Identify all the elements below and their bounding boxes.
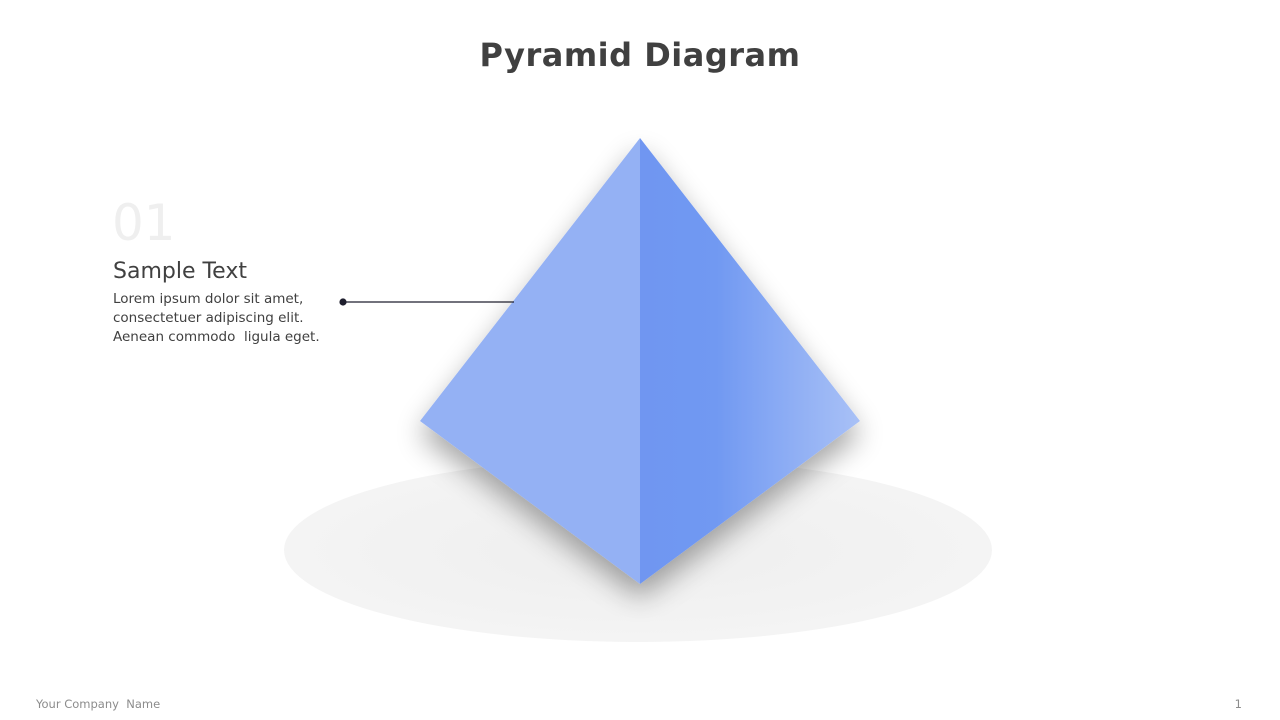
pyramid-left-face	[420, 138, 640, 584]
connector-dot	[339, 298, 347, 306]
pyramid-right-face	[640, 138, 860, 584]
item-number: 01	[112, 194, 176, 252]
item-body: Lorem ipsum dolor sit amet, consectetuer…	[113, 290, 353, 347]
item-body-line: consectetuer adipiscing elit.	[113, 310, 304, 326]
item-heading: Sample Text	[113, 259, 247, 284]
footer-company-name: Your Company Name	[36, 697, 161, 711]
footer-page-number: 1	[1234, 697, 1242, 711]
pyramid	[420, 138, 860, 584]
page-title: Pyramid Diagram	[479, 36, 801, 74]
item-body-line: Aenean commodo ligula eget.	[113, 329, 320, 345]
item-body-line: Lorem ipsum dolor sit amet,	[113, 291, 304, 307]
